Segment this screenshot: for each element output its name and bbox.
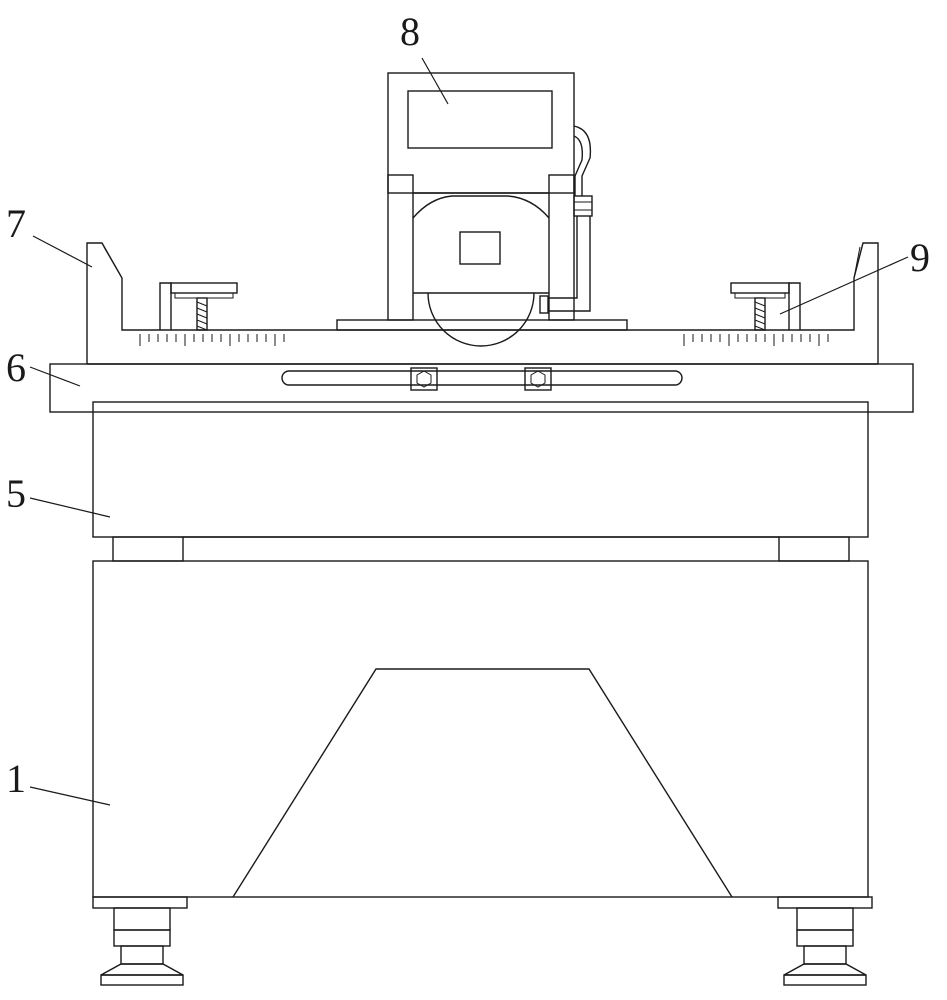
base-frame [92, 560, 869, 898]
connector-blocks [112, 536, 850, 562]
coolant-hose [539, 125, 593, 314]
label-base: 1 [6, 756, 26, 801]
motor-base [336, 319, 628, 331]
leader-lines [29, 57, 909, 806]
column-right [548, 174, 575, 321]
scale-left [139, 334, 285, 346]
cutting-head [336, 72, 628, 347]
left-clamp [159, 282, 238, 331]
right-clamp [730, 282, 801, 331]
scale-right [683, 334, 829, 346]
motor-window [459, 231, 501, 265]
control-panel [407, 90, 553, 149]
guide-plate [49, 363, 914, 413]
bolt-left [410, 367, 438, 391]
label-table-body: 5 [6, 471, 26, 516]
label-side-fence: 7 [6, 201, 26, 246]
label-guide-plate: 6 [6, 345, 26, 390]
right-foot [777, 896, 873, 986]
label-cutting-head: 8 [400, 9, 420, 54]
saw-blade [427, 292, 535, 347]
bolt-right [524, 367, 552, 391]
left-foot [92, 896, 188, 986]
label-clamp: 9 [910, 235, 930, 280]
column-left [387, 174, 414, 321]
guide-slot [281, 370, 683, 386]
table-body [92, 401, 869, 538]
